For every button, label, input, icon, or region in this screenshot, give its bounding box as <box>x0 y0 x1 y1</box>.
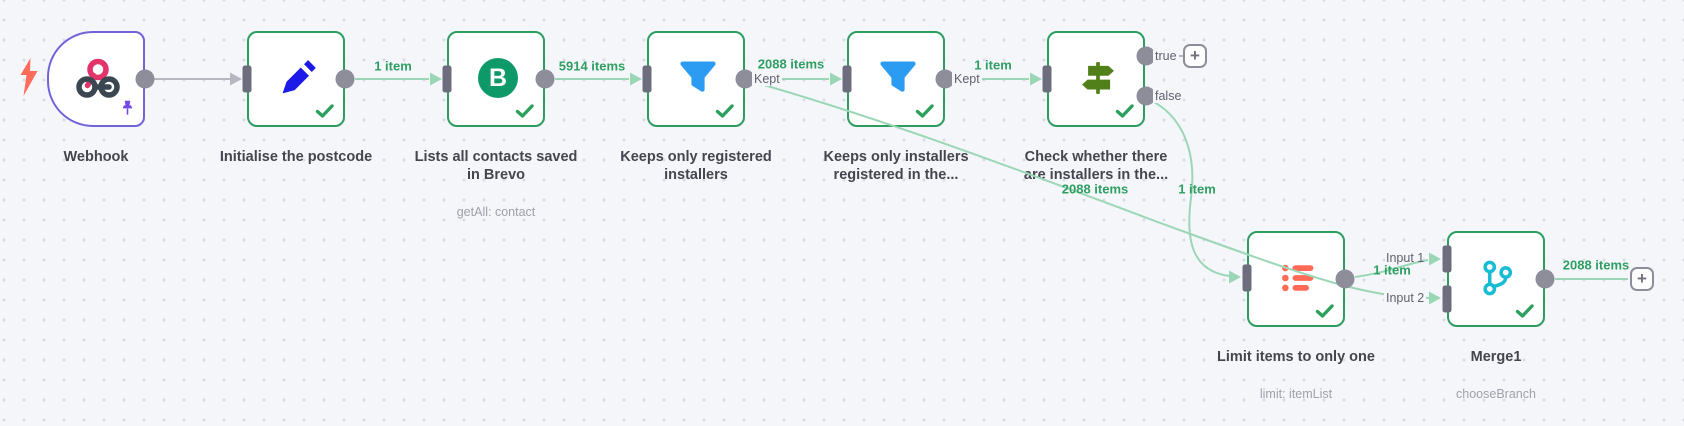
edge-label-items: 1 item <box>374 58 412 74</box>
filter-icon <box>676 56 720 100</box>
add-node-button-merge-output[interactable]: + <box>1630 267 1654 291</box>
trigger-bolt-icon <box>20 58 38 96</box>
success-check-icon <box>1115 104 1134 118</box>
node-caption-brevo: Lists all contacts saved in Brevo getAll… <box>376 131 616 238</box>
port-label-input2: Input 2 <box>1384 291 1427 305</box>
edge-arrowhead <box>1030 72 1042 86</box>
node-merge1[interactable] <box>1447 231 1545 327</box>
node-title: Check whether there are installers in th… <box>1023 148 1169 183</box>
node-title: Keeps only registered installers <box>620 148 772 183</box>
node-limit-items-to-only-one[interactable] <box>1247 231 1345 327</box>
switch-icon <box>1076 56 1120 100</box>
edge-arrowhead <box>630 72 642 86</box>
brevo-icon: B <box>476 56 520 100</box>
success-check-icon <box>715 104 734 118</box>
node-initialise-the-postcode[interactable] <box>247 31 345 127</box>
edge-label-items: 2088 items <box>1562 257 1630 273</box>
node-caption-webhook: Webhook <box>0 131 216 185</box>
edit-icon <box>276 56 320 100</box>
node-lists-all-contacts-saved-in-brevo[interactable]: B <box>447 31 545 127</box>
pinned-data-pin-icon <box>122 100 133 115</box>
edge-arrowhead <box>430 72 442 86</box>
success-check-icon <box>1515 304 1534 318</box>
node-keeps-only-installers-registered-in-the[interactable] <box>847 31 945 127</box>
merge-icon <box>1476 256 1520 300</box>
success-check-icon <box>315 104 334 118</box>
edge-arrowhead <box>1229 270 1241 284</box>
edge-arrowhead <box>230 72 242 86</box>
node-subtitle: chooseBranch <box>1456 386 1536 401</box>
success-check-icon <box>515 104 534 118</box>
port-label-kept: Kept <box>752 72 782 86</box>
node-title: Initialise the postcode <box>219 148 373 165</box>
edge-label-items: 5914 items <box>558 58 626 74</box>
add-node-button-true-branch[interactable]: + <box>1183 44 1207 68</box>
node-title: Lists all contacts saved in Brevo <box>414 148 578 183</box>
port-label-false: false <box>1153 89 1184 103</box>
node-caption-filter1: Keeps only registered installers <box>576 131 816 203</box>
node-caption-merge: Merge1 chooseBranch <box>1376 331 1616 420</box>
node-webhook[interactable] <box>47 31 145 127</box>
edge-label-items: 2088 items <box>757 56 825 72</box>
edge-arrowhead <box>830 72 842 86</box>
node-check-whether-there-are-installers-in-the[interactable] <box>1047 31 1145 127</box>
edge-arrowhead <box>1429 291 1441 305</box>
node-subtitle: limit: itemList <box>1259 386 1333 401</box>
item-list-icon <box>1276 256 1320 300</box>
edge-label-items: 1 item <box>974 57 1012 73</box>
brevo-letter: B <box>478 58 518 98</box>
edge-label-items: 1 item <box>1373 262 1411 278</box>
node-title: Merge1 <box>1470 348 1522 365</box>
node-caption-initialise: Initialise the postcode <box>176 131 416 185</box>
node-subtitle: getAll: contact <box>456 204 536 219</box>
edge-label-items: 1 item <box>1178 181 1216 197</box>
webhook-icon <box>76 56 120 100</box>
port-label-input1: Input 1 <box>1386 251 1425 265</box>
success-check-icon <box>1315 304 1334 318</box>
port-label-true: true <box>1153 49 1179 63</box>
success-check-icon <box>915 104 934 118</box>
filter-icon <box>876 56 920 100</box>
port-label-kept: Kept <box>952 72 982 86</box>
edge-arrowhead <box>1429 252 1441 266</box>
edge-label-items: 2088 items <box>1061 181 1129 197</box>
node-title: Webhook <box>63 148 129 165</box>
node-caption-limit: Limit items to only one limit: itemList <box>1176 331 1416 420</box>
node-title: Limit items to only one <box>1217 348 1375 365</box>
node-keeps-only-registered-installers[interactable] <box>647 31 745 127</box>
